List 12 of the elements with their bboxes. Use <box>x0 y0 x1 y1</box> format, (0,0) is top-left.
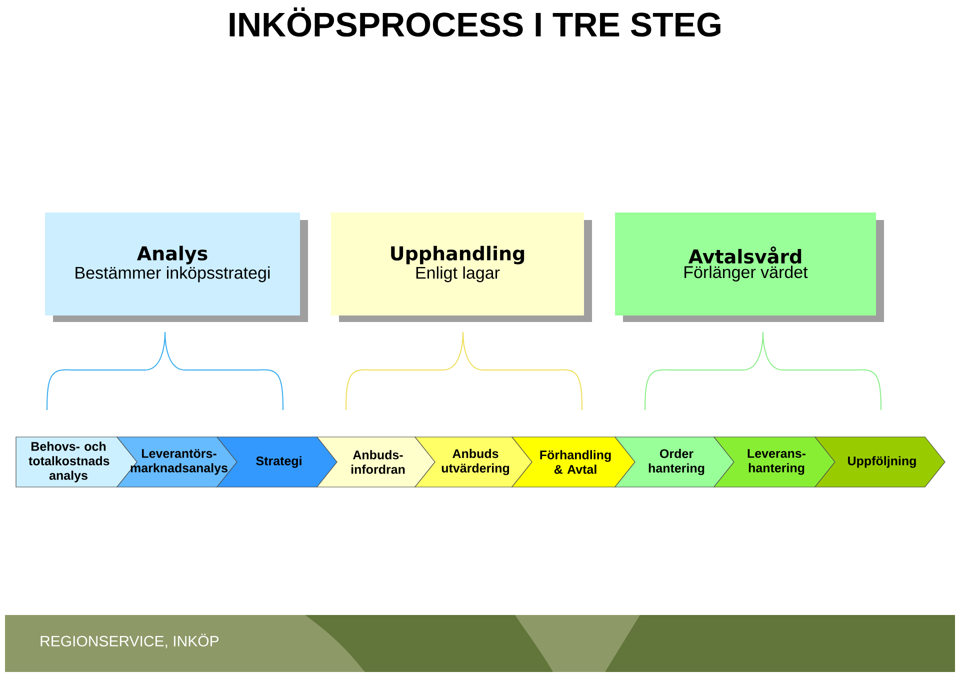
chevron-step: Förhandling & Avtal <box>511 436 636 488</box>
chevron-step: Leverans- hantering <box>713 436 836 488</box>
stage-box: Avtalsvård Förlänger värdet <box>615 212 884 322</box>
chevron-step: Order hantering <box>614 436 734 488</box>
title: INKÖPSPROCESS I TRE STEG <box>230 7 720 37</box>
stage-box: Analys Bestämmer inköpsstrategi <box>45 212 308 322</box>
chevron-step: Uppföljning <box>814 436 946 488</box>
chevron-step: Leverantörs- marknadsanalys <box>116 436 238 488</box>
stage-box: Upphandling Enligt lagar <box>331 212 592 322</box>
footer-text: REGIONSERVICE, INKÖP <box>40 634 218 648</box>
chevron-step: Anbuds- infordran <box>316 436 436 488</box>
chevron-step: Anbuds utvärdering <box>414 436 532 488</box>
